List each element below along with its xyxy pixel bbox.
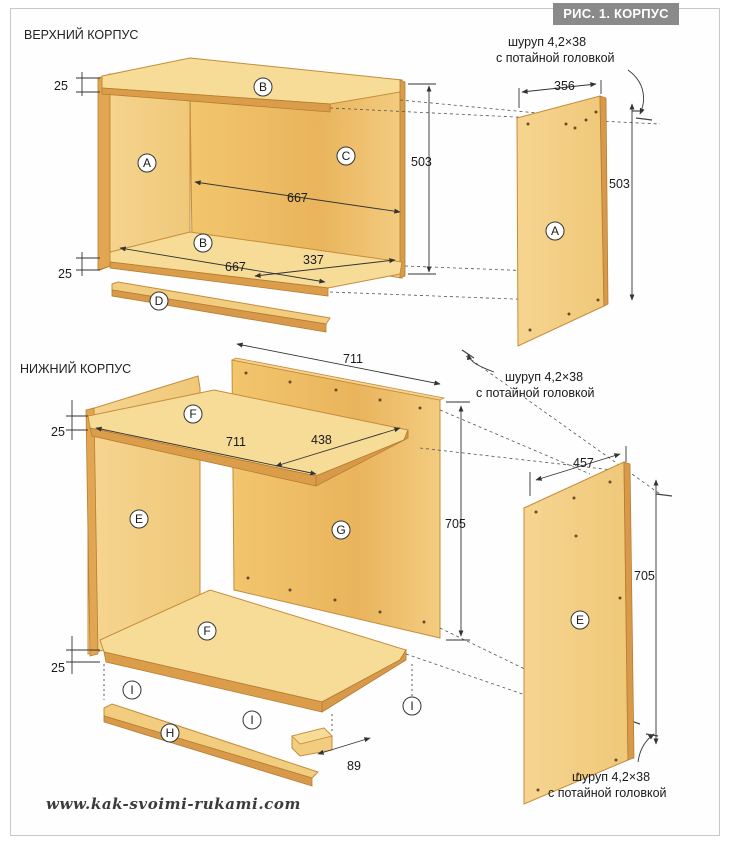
screw-callout-top-line2: с потайной головкой [496,51,615,65]
screw-callout-top-line1: шуруп 4,2×38 [508,35,586,49]
upper-cabinet [97,57,406,333]
screw-callout-mid-line2: с потайной головкой [476,386,595,400]
part-label-e-right: E [576,613,584,627]
dim-lower-top-thickness: 25 [51,425,65,439]
part-label-e-left: E [135,512,143,526]
screw-callout-bottom-line2: с потайной головкой [548,786,667,800]
screw-callout-mid-line1: шуруп 4,2×38 [505,370,583,384]
screw-callout-bottom-line1: шуруп 4,2×38 [572,770,650,784]
dim-upper-height: 503 [411,155,432,169]
dim-lower-top-width: 711 [226,435,246,449]
website-watermark: www.kak-svoimi-rukami.com [46,795,301,813]
dim-upper-top-thickness: 25 [54,79,68,93]
part-label-g: G [336,523,345,537]
dim-lower-side-height: 705 [634,569,655,583]
part-label-b-bottom: B [199,236,207,250]
part-label-i-block: I [250,713,253,727]
lower-side-panel-exploded [523,461,635,805]
upper-side-panel-exploded [516,95,609,347]
dim-upper-side-height: 503 [609,177,630,191]
part-label-c: C [342,149,351,163]
part-label-a-upper-left: A [143,156,151,170]
part-label-i-right: I [410,699,413,713]
part-label-h: H [166,726,175,740]
dim-lower-side-depth: 457 [573,456,594,470]
part-label-a-upper-right: A [551,224,559,238]
dim-block-length: 89 [347,759,361,773]
part-label-i-left: I [130,683,133,697]
dim-upper-inner-width: 667 [287,191,308,205]
part-label-b-top: B [259,80,267,94]
lower-cabinet [85,357,446,787]
dim-upper-side-depth: 356 [554,79,575,93]
lower-rail [103,703,319,779]
dim-lower-width: 711 [343,352,363,366]
dim-upper-bottom-width: 667 [225,260,246,274]
part-label-d: D [155,294,164,308]
dim-upper-depth: 337 [303,253,324,267]
upper-rail [111,281,331,325]
lower-section-title: НИЖНИЙ КОРПУС [20,362,132,376]
dim-upper-bottom-thickness: 25 [58,267,72,281]
dim-lower-height: 705 [445,517,466,531]
part-label-f-top: F [189,407,196,421]
part-label-f-bottom: F [203,624,210,638]
figure-tag: РИС. 1. КОРПУС [553,3,679,25]
dim-lower-bottom-thickness: 25 [51,661,65,675]
upper-section-title: ВЕРХНИЙ КОРПУС [24,28,139,42]
dim-lower-depth: 438 [311,433,332,447]
